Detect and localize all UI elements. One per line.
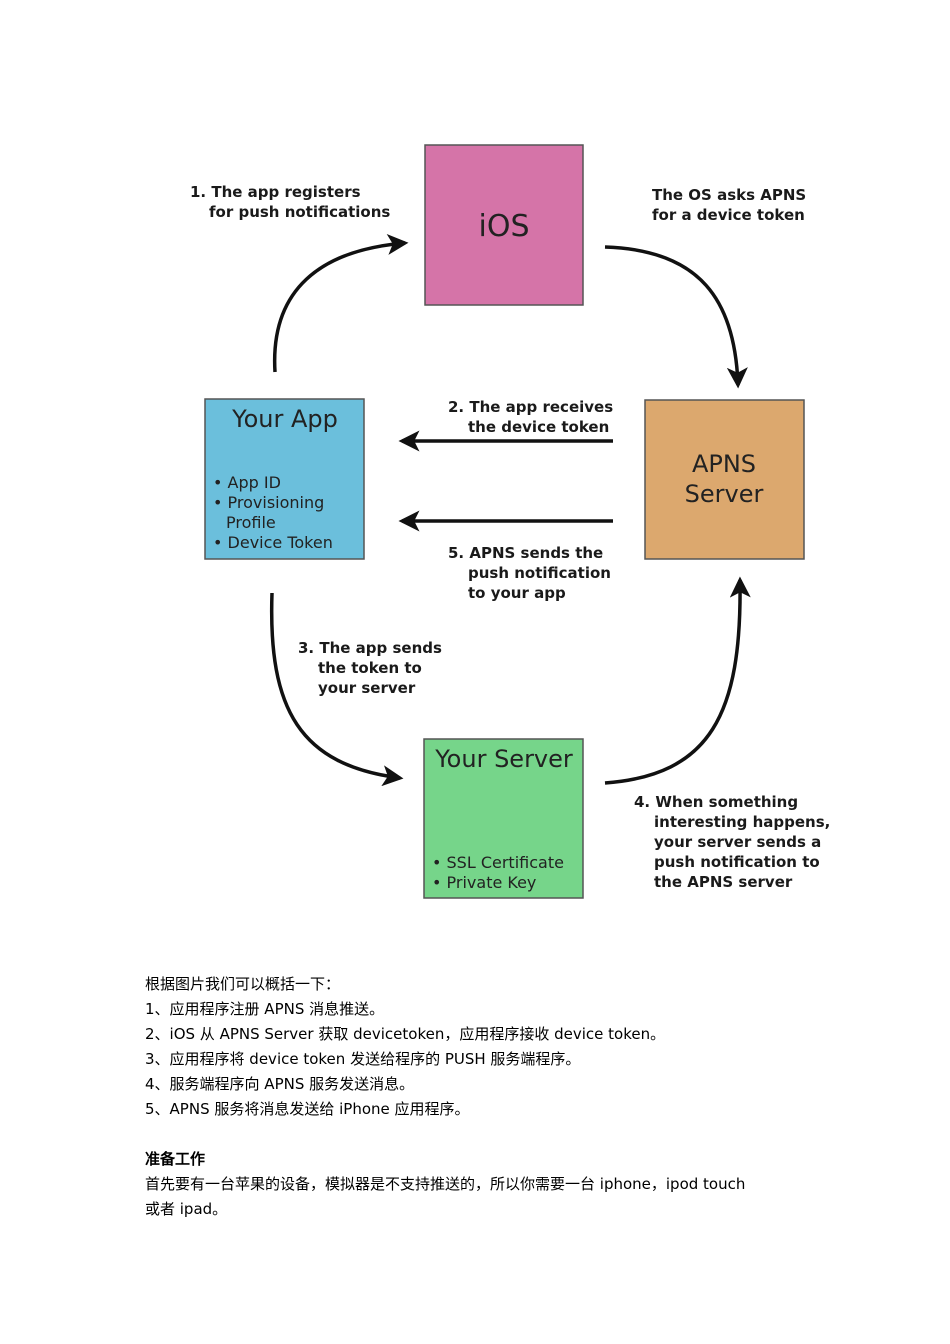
arrow-app-to-ios [272,233,409,373]
summary-step: 1、应用程序注册 APNS 消息推送。 [145,1000,385,1018]
your-server-item: • Private Key [432,873,536,892]
step3-label: your server [318,679,416,697]
step3-label: 3. The app sends [298,639,442,657]
summary-step: 5、APNS 服务将消息发送给 iPhone 应用程序。 [145,1100,470,1118]
document-body: 根据图片我们可以概括一下： 1、应用程序注册 APNS 消息推送。 2、iOS … [145,972,825,1222]
summary-step: 2、iOS 从 APNS Server 获取 devicetoken，应用程序接… [145,1025,666,1043]
step2-label: the device token [468,418,609,436]
step4-label: interesting happens, [654,813,830,831]
your-app-title: Your App [231,405,338,433]
step5-label: push notification [468,564,611,582]
summary-step: 4、服务端程序向 APNS 服务发送消息。 [145,1075,415,1093]
step5-label: to your app [468,584,566,602]
step1-label: for push notifications [209,203,390,221]
apns-flow-diagram: iOS Your App • App ID • Provisioning Pro… [190,144,830,899]
step4-label: 4. When something [634,793,798,811]
arrow-ios-to-apns [604,245,748,389]
your-app-box [204,398,365,560]
paragraph-line: 或者 ipad。 [145,1200,228,1218]
step5-label: 5. APNS sends the [448,544,603,562]
step4-label: push notification to [654,853,820,871]
arrow-app-to-server [269,592,404,787]
summary-step: 3、应用程序将 device token 发送给程序的 PUSH 服务端程序。 [145,1050,581,1068]
intro-line: 根据图片我们可以概括一下： [145,975,341,993]
ios-box [424,144,584,306]
step4-label: the APNS server [654,873,793,891]
ios-box-title: iOS [479,209,530,244]
your-server-item: • SSL Certificate [432,853,564,872]
your-server-title: Your Server [434,745,573,773]
step3-label: the token to [318,659,422,677]
arrow-server-to-apns [604,576,751,785]
os-asks-label: The OS asks APNS [652,186,806,204]
your-app-item: • App ID [213,473,281,492]
step2-label: 2. The app receives [448,398,613,416]
step4-label: your server sends a [654,833,821,851]
apns-server-title: Server [685,480,764,508]
paragraph-line: 首先要有一台苹果的设备，模拟器是不支持推送的，所以你需要一台 iphone，ip… [145,1175,746,1193]
apns-server-box [644,399,805,560]
your-app-item: Profile [226,513,276,532]
your-server-box [423,738,584,899]
os-asks-label: for a device token [652,206,805,224]
your-app-item: • Device Token [213,533,333,552]
your-app-item: • Provisioning [213,493,324,512]
step1-label: 1. The app registers [190,183,361,201]
section-heading: 准备工作 [145,1150,206,1168]
apns-server-title: APNS [692,450,756,478]
